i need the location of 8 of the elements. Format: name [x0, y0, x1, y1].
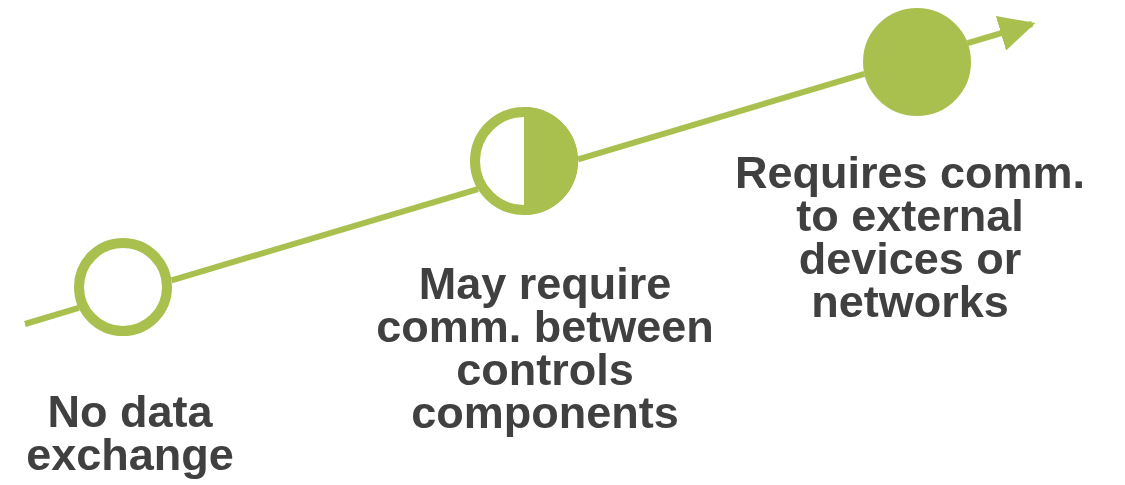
stage-label: Requires comm. to external devices or networks — [733, 151, 1087, 323]
stage-circle — [74, 238, 172, 336]
stage-circle — [863, 8, 971, 116]
arrow — [966, 16, 1036, 51]
connector-line — [24, 305, 80, 327]
connector-line — [170, 186, 479, 284]
stage-circle — [470, 107, 578, 215]
connector-line — [577, 71, 866, 163]
